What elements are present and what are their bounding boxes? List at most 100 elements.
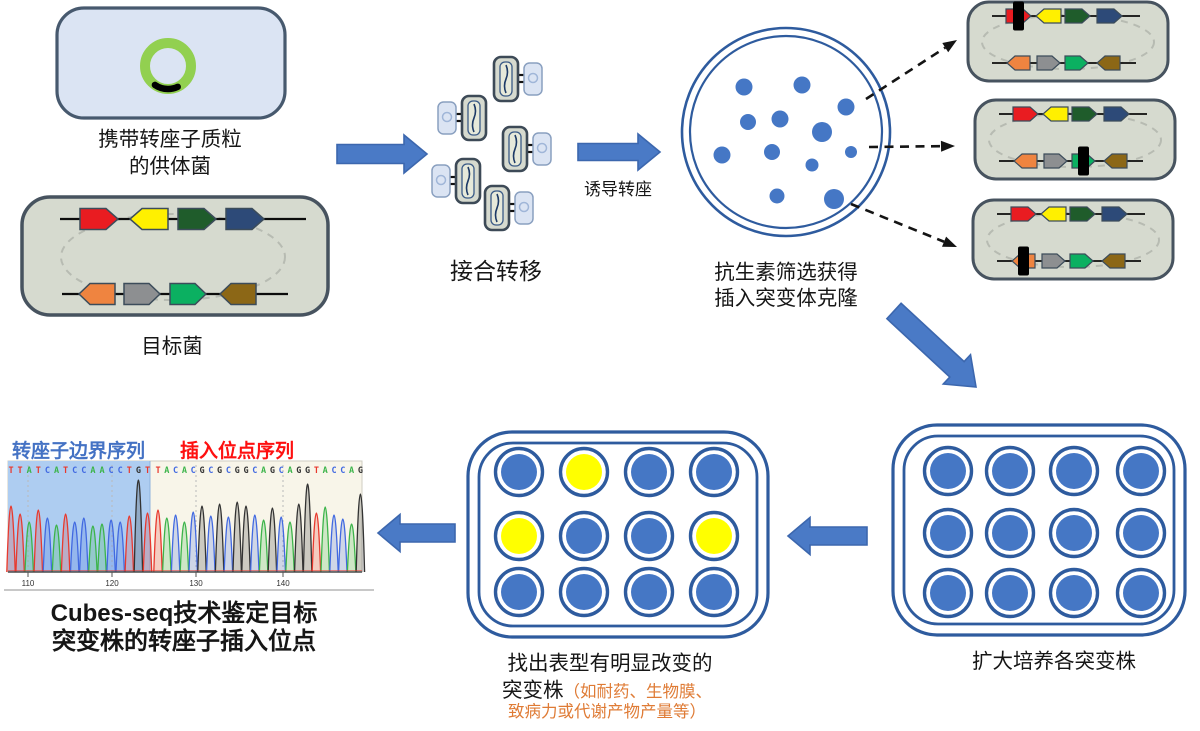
phenotype-label-line2: 突变株（如耐药、生物膜、 bbox=[502, 673, 712, 703]
conjugation-label: 接合转移 bbox=[450, 258, 542, 284]
base-letter: G bbox=[358, 466, 363, 476]
well-blue bbox=[1056, 515, 1092, 551]
donor-plasmid bbox=[518, 201, 530, 213]
trace-peak-A bbox=[51, 524, 62, 573]
gray-gene bbox=[1036, 55, 1061, 71]
trace-peak-T bbox=[60, 513, 71, 573]
emerald-gene bbox=[1069, 253, 1094, 269]
chromosome-dashed bbox=[60, 213, 286, 301]
tick-label: 110 bbox=[22, 579, 35, 588]
donor-label-line2: 的供体菌 bbox=[129, 155, 211, 178]
darkgreen-gene bbox=[1071, 106, 1098, 122]
trace-peak-A bbox=[258, 519, 269, 573]
mutant-panel bbox=[971, 198, 1175, 281]
mutant-panel bbox=[973, 98, 1177, 181]
well-blue bbox=[1056, 575, 1092, 611]
gray-gene bbox=[1041, 253, 1066, 269]
trace-peak-C bbox=[249, 514, 260, 573]
arrow-induce-transposition bbox=[577, 132, 662, 172]
recipient-dna bbox=[503, 64, 509, 94]
yellow-gene bbox=[1040, 206, 1067, 222]
dashed-pick-arrowhead bbox=[942, 40, 957, 53]
well-blue bbox=[1123, 515, 1159, 551]
base-letter: A bbox=[164, 466, 169, 476]
trace-peak-G bbox=[232, 501, 243, 573]
colony-dot bbox=[769, 188, 785, 204]
transposon-arc bbox=[141, 39, 195, 93]
red-gene bbox=[1012, 106, 1039, 122]
well-blue bbox=[992, 515, 1028, 551]
trace-peak-G bbox=[133, 479, 144, 573]
arrow-to-phenotype-plate bbox=[786, 515, 868, 557]
emerald-gene bbox=[169, 282, 208, 306]
red-gene bbox=[79, 207, 120, 231]
tick-label: 120 bbox=[105, 579, 119, 588]
trace-peak-A bbox=[179, 521, 190, 573]
donor-body bbox=[55, 6, 287, 120]
conjugation-pair bbox=[501, 125, 552, 173]
trace-peak-T bbox=[33, 509, 44, 573]
well-blue bbox=[631, 574, 667, 610]
well-blue bbox=[566, 518, 602, 554]
recipient-dna bbox=[512, 134, 518, 164]
base-letter: G bbox=[243, 466, 248, 476]
trace-peak-A bbox=[24, 521, 35, 573]
well-blue bbox=[992, 575, 1028, 611]
well-blue bbox=[992, 453, 1028, 489]
darkgreen-gene bbox=[177, 207, 218, 231]
darkgreen-gene bbox=[1069, 206, 1096, 222]
base-letter: G bbox=[235, 466, 240, 476]
tick-label: 130 bbox=[189, 579, 203, 588]
trace-peak-C bbox=[276, 516, 287, 573]
base-letter: C bbox=[208, 466, 213, 476]
trace-peak-A bbox=[97, 523, 107, 573]
base-letter: G bbox=[136, 466, 141, 476]
trace-peak-C bbox=[115, 521, 126, 573]
yellow-gene bbox=[1042, 106, 1069, 122]
transposon-boundary-seq-label: 转座子边界序列 bbox=[12, 441, 146, 462]
well-blue bbox=[1123, 575, 1159, 611]
colony-dot bbox=[837, 98, 855, 116]
conjugation-pair bbox=[437, 94, 488, 142]
trace-peak-C bbox=[337, 518, 348, 573]
well-blue bbox=[631, 454, 667, 490]
donor-plasmid bbox=[536, 142, 548, 154]
arrow-to-sequencing bbox=[376, 512, 456, 554]
flow-arrows bbox=[336, 132, 977, 557]
well-blue bbox=[501, 454, 537, 490]
donor-plasmid bbox=[441, 111, 453, 123]
dashed-pick-line bbox=[868, 144, 942, 149]
donor-bacterium bbox=[55, 6, 287, 120]
trace-peak-C bbox=[223, 516, 234, 573]
base-letter: T bbox=[314, 466, 319, 476]
dashed-pick-line bbox=[865, 46, 946, 101]
base-letter: T bbox=[127, 466, 132, 476]
well-blue bbox=[930, 453, 966, 489]
brown-gene bbox=[1096, 55, 1121, 71]
well-blue bbox=[501, 574, 537, 610]
trace-peak-A bbox=[320, 506, 331, 573]
base-letter: C bbox=[173, 466, 178, 476]
base-letter: A bbox=[349, 466, 354, 476]
base-letter: A bbox=[27, 466, 32, 476]
gray-gene bbox=[1043, 153, 1068, 169]
colony-dot bbox=[771, 110, 789, 128]
colony-dot bbox=[812, 122, 832, 142]
darkgreen-gene bbox=[1064, 8, 1091, 24]
donor-cell bbox=[514, 191, 534, 225]
recipient-dna bbox=[471, 103, 477, 133]
well-yellow bbox=[566, 454, 602, 490]
well-yellow bbox=[696, 518, 732, 554]
plate-inner bbox=[477, 441, 759, 628]
dashed-pick-arrowhead bbox=[942, 236, 957, 247]
brown-gene bbox=[218, 282, 257, 306]
orange-gene bbox=[77, 282, 116, 306]
trace-peak-T bbox=[124, 515, 135, 573]
well-blue bbox=[696, 574, 732, 610]
transposon-insertion-bar bbox=[1013, 1, 1024, 31]
base-letter: A bbox=[287, 466, 292, 476]
trace-peak-G bbox=[355, 493, 366, 573]
base-letter: T bbox=[155, 466, 160, 476]
